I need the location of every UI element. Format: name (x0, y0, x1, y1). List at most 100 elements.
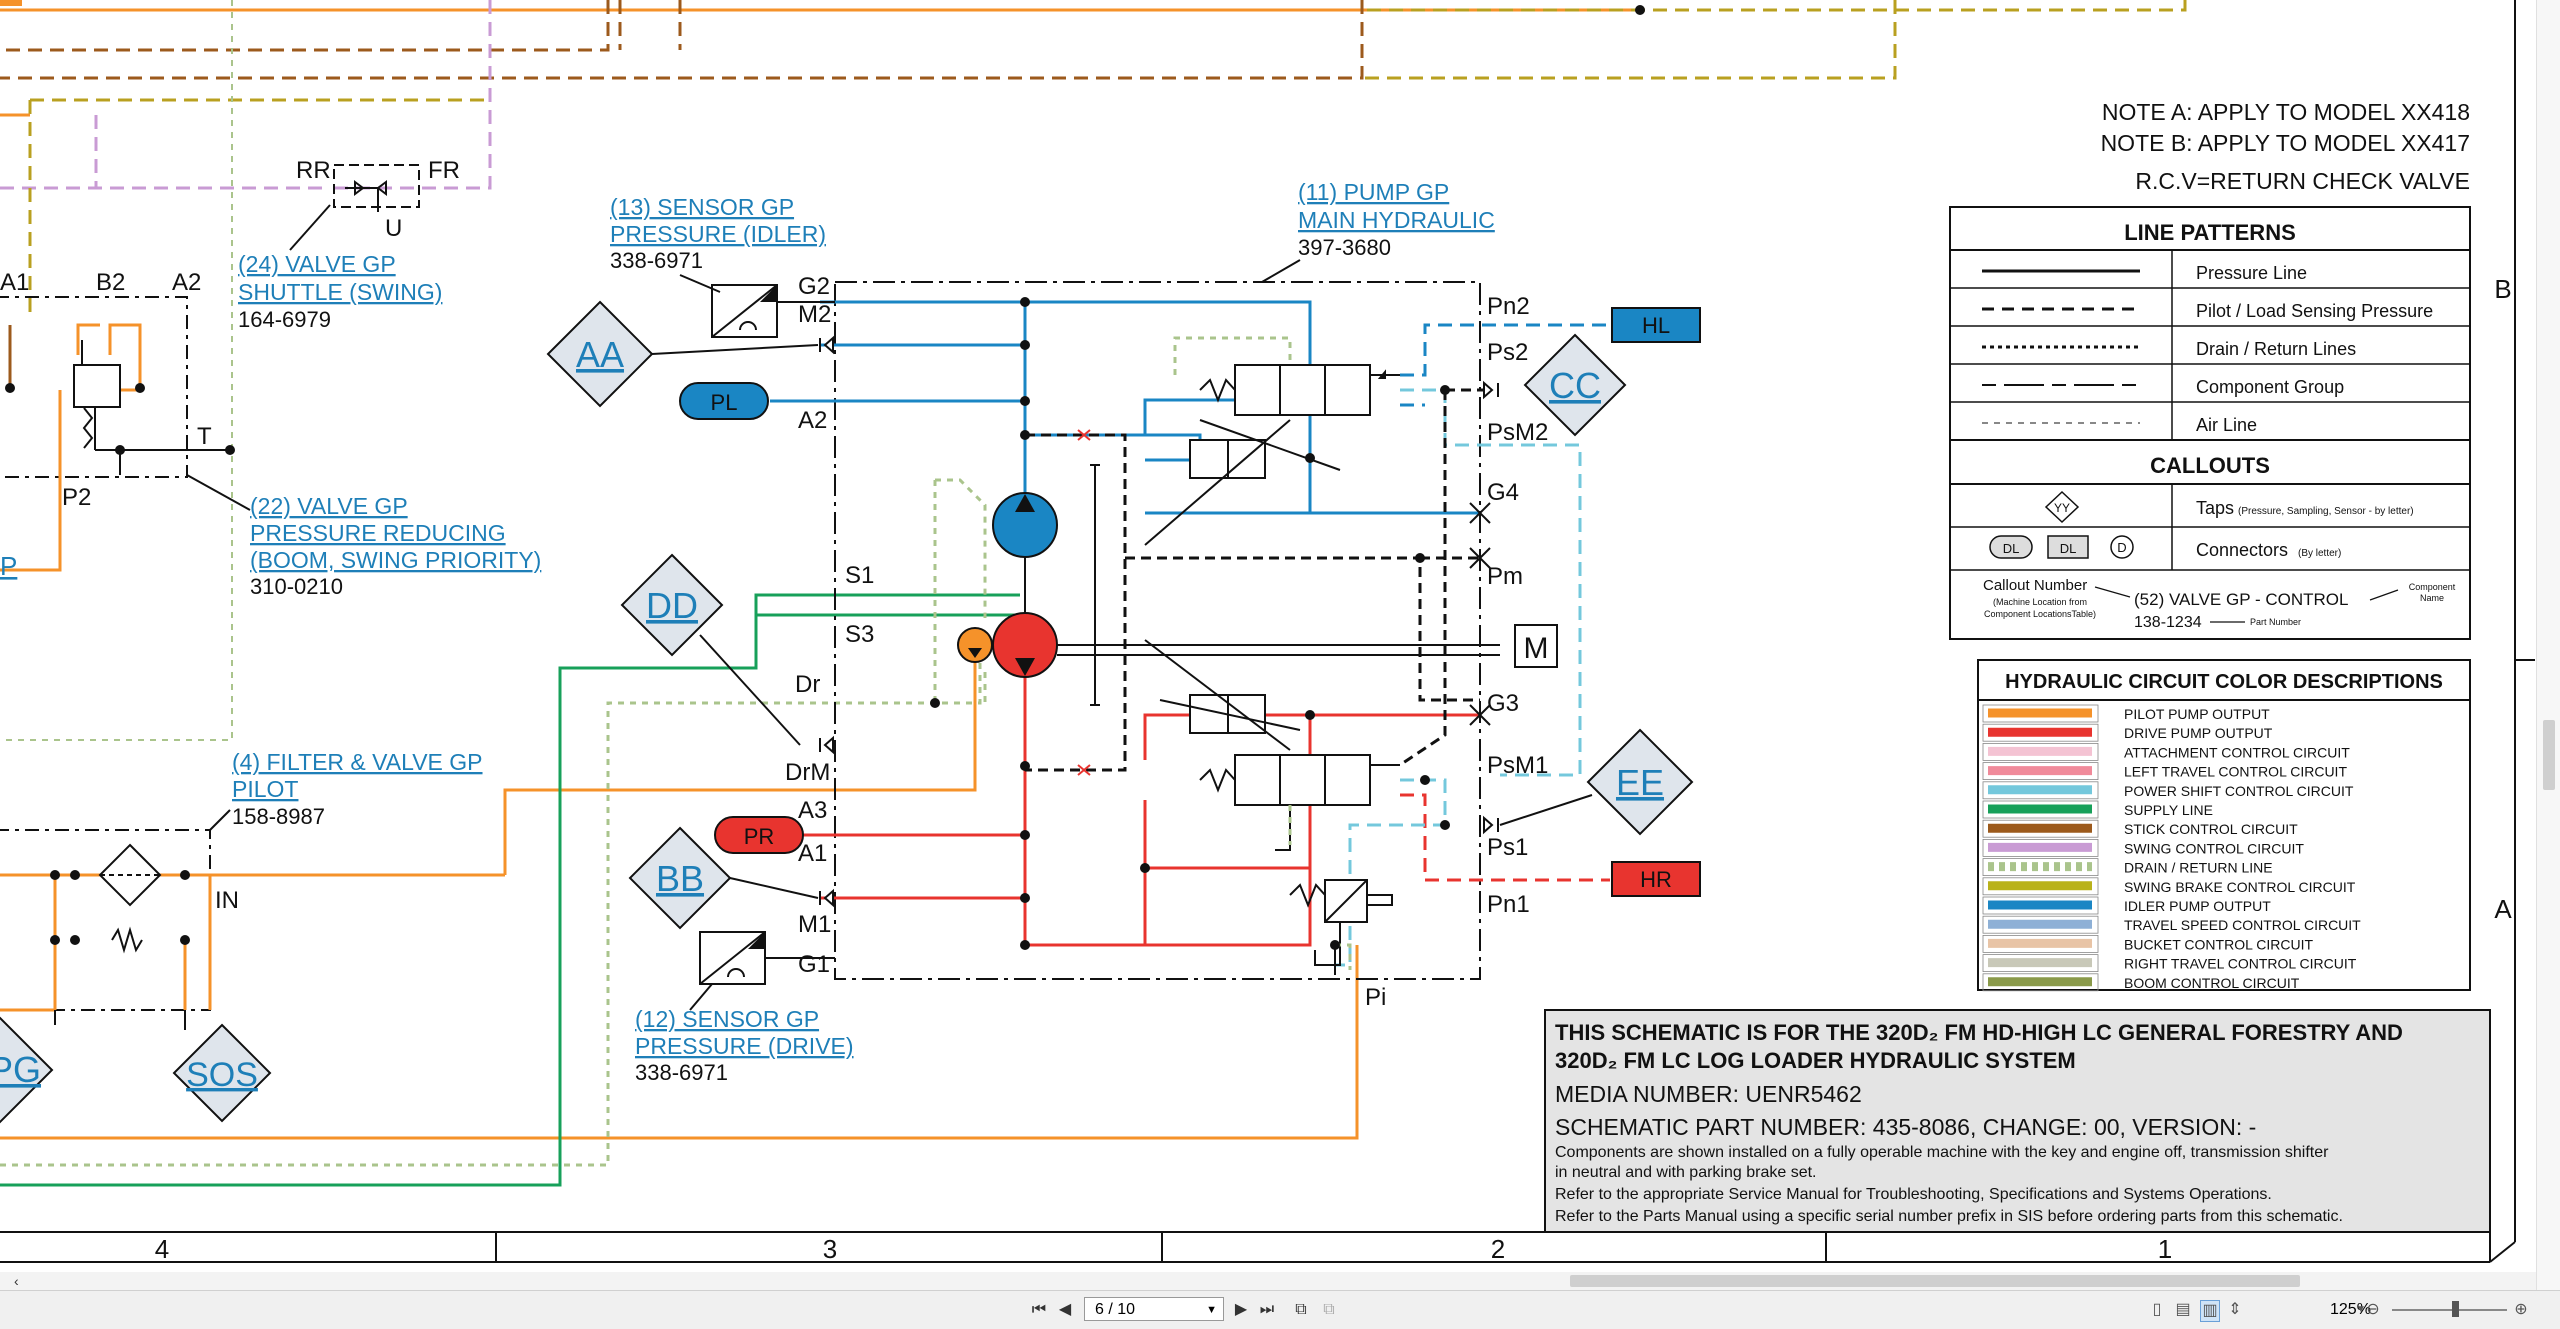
port-a1: A1 (798, 840, 827, 867)
color-legend-label: SWING CONTROL CIRCUIT (2124, 840, 2304, 856)
title-note4: Refer to the Parts Manual using a specif… (1555, 1208, 2343, 1225)
label-22-part: 310-0210 (250, 574, 343, 599)
color-legend-label: ATTACHMENT CONTROL CIRCUIT (2124, 744, 2350, 760)
zoom-slider-handle[interactable] (2452, 1301, 2459, 1317)
copy-icon[interactable]: ⧉ (1295, 1301, 1307, 1318)
taps-symbol: YY (2054, 501, 2070, 515)
pressure-reducing-valve-22 (0, 296, 230, 572)
zoom-out-icon[interactable]: ⊖ (2366, 1301, 2380, 1318)
title-note3: Refer to the appropriate Service Manual … (1555, 1186, 2272, 1203)
label-24-name2: SHUTTLE (SWING) (238, 279, 442, 305)
regulator-lower (1144, 639, 1400, 851)
label-13-name2: PRESSURE (IDLER) (610, 221, 826, 247)
callout-example-part: 138-1234 (2134, 614, 2202, 631)
pattern-component: Component Group (2196, 377, 2344, 397)
port-g3: G3 (1487, 690, 1519, 717)
paste-icon[interactable]: ⧉ (1323, 1301, 1335, 1318)
svg-text:EE: EE (1616, 762, 1664, 803)
next-page-icon[interactable]: ▶ (1234, 1301, 1248, 1318)
page-display: 6 / 10 (1095, 1301, 1136, 1318)
continuous-view-icon[interactable]: ▤ (2175, 1301, 2191, 1318)
component-name-label1: Component (2409, 582, 2456, 592)
tap-bb: BB (628, 826, 819, 930)
vertical-scrollbar[interactable] (2536, 0, 2560, 1290)
tap-aa: AA (546, 300, 819, 408)
color-legend-row: SUPPLY LINE (1982, 800, 2213, 819)
top-lines (0, 0, 2187, 741)
zoom-in-icon[interactable]: ⊕ (2514, 1301, 2528, 1318)
zoom-slider[interactable] (2392, 1309, 2507, 1311)
pattern-air: Air Line (2196, 415, 2257, 435)
zoom-level[interactable]: 125% (2330, 1291, 2390, 1329)
page-number-input[interactable]: 6 / 10 ▼ (1084, 1297, 1224, 1321)
color-legend-row: DRIVE PUMP OUTPUT (1982, 723, 2273, 742)
svg-text:DD: DD (646, 585, 698, 626)
color-legend-row: SWING CONTROL CIRCUIT (1982, 839, 2304, 857)
page-dropdown-icon[interactable]: ▼ (1206, 1304, 1217, 1316)
connector-symbol-3: D (2117, 540, 2126, 555)
scroll-left-arrow[interactable]: ‹ (14, 1273, 19, 1289)
svg-text:SOS: SOS (186, 1056, 258, 1094)
color-legend-label: SUPPLY LINE (2124, 802, 2213, 818)
svg-text:CC: CC (1549, 365, 1601, 406)
idler-pump (992, 492, 1058, 558)
svg-text:HR: HR (1640, 867, 1672, 892)
first-page-icon[interactable]: ⏮ (1031, 1301, 1047, 1318)
title-block: THIS SCHEMATIC IS FOR THE 320D₂ FM HD-HI… (1544, 1009, 2491, 1233)
horizontal-scroll-thumb[interactable] (1570, 1275, 2300, 1287)
pattern-pilot: Pilot / Load Sensing Pressure (2196, 301, 2433, 321)
single-page-view-icon[interactable]: ▯ (2152, 1301, 2162, 1318)
horizontal-scrollbar[interactable]: ‹ (0, 1272, 2560, 1290)
svg-text:BB: BB (656, 858, 704, 899)
part-number-label: Part Number (2250, 617, 2301, 627)
label-24-name1: (24) VALVE GP (238, 251, 396, 277)
vertical-scroll-thumb[interactable] (2543, 720, 2555, 790)
svg-text:AA: AA (576, 334, 624, 375)
color-legend-label: DRIVE PUMP OUTPUT (2124, 725, 2273, 741)
previous-page-icon[interactable]: ◀ (1058, 1301, 1072, 1318)
svg-text:HL: HL (1642, 313, 1670, 338)
pi-valve (1289, 879, 1393, 975)
color-legend-label: BOOM CONTROL CIRCUIT (2124, 975, 2300, 991)
engine-label: M (1524, 632, 1549, 665)
schematic-part-number: SCHEMATIC PART NUMBER: 435-8086, CHANGE:… (1555, 1114, 2256, 1140)
tap-sos: SOS (172, 1010, 272, 1123)
last-page-icon[interactable]: ⏭ (1259, 1301, 1275, 1318)
port-psm2: PsM2 (1487, 419, 1548, 446)
title-line2: 320D₂ FM LC LOG LOADER HYDRAULIC SYSTEM (1555, 1048, 2076, 1073)
label-12-part: 338-6971 (635, 1060, 728, 1085)
zoom-dropdown-icon[interactable]: ▼ (2356, 1304, 2366, 1315)
main-pump-group-box (834, 281, 1481, 980)
title-line1: THIS SCHEMATIC IS FOR THE 320D₂ FM HD-HI… (1555, 1020, 2403, 1045)
color-legend-label: STICK CONTROL CIRCUIT (2124, 821, 2298, 837)
title-note1: Components are shown installed on a full… (1555, 1144, 2329, 1161)
grid-column-4: 4 (155, 1234, 169, 1264)
fit-page-icon[interactable]: ⇕ (2228, 1301, 2242, 1318)
sensor-13-symbol (711, 284, 778, 338)
label-4-name2: PILOT (232, 776, 298, 802)
port-s1: S1 (845, 562, 874, 589)
port-a2-left: A2 (172, 269, 201, 296)
two-page-view-icon[interactable]: ▥ (2200, 1300, 2220, 1322)
grid-column-3: 3 (823, 1234, 837, 1264)
grid-column-1: 1 (2158, 1234, 2172, 1264)
color-legend-label: LEFT TRAVEL CONTROL CIRCUIT (2124, 764, 2347, 780)
callout-number-label: Callout Number (1983, 577, 2087, 594)
test-port-symbols (819, 335, 1499, 908)
color-legend-label: TRAVEL SPEED CONTROL CIRCUIT (2124, 917, 2361, 933)
svg-text:PR: PR (744, 824, 775, 849)
right-pilot-lines (1125, 323, 1610, 967)
port-ps1: Ps1 (1487, 834, 1528, 861)
callout-example-name: (52) VALVE GP - CONTROL (2134, 590, 2348, 609)
grid-row-a: A (2494, 894, 2512, 924)
color-legend-row: DRAIN / RETURN LINE (1982, 858, 2273, 876)
port-pn1: Pn1 (1487, 891, 1530, 918)
tap-cc: CC (1523, 333, 1627, 437)
connector-hl: HL (1611, 307, 1701, 343)
pattern-drain: Drain / Return Lines (2196, 339, 2356, 359)
port-g2: G2 (798, 273, 830, 300)
connector-hr: HR (1611, 861, 1701, 897)
svg-text:PL: PL (711, 390, 738, 415)
port-a1-left: A1 (0, 269, 29, 296)
label-4-part: 158-8987 (232, 804, 325, 829)
